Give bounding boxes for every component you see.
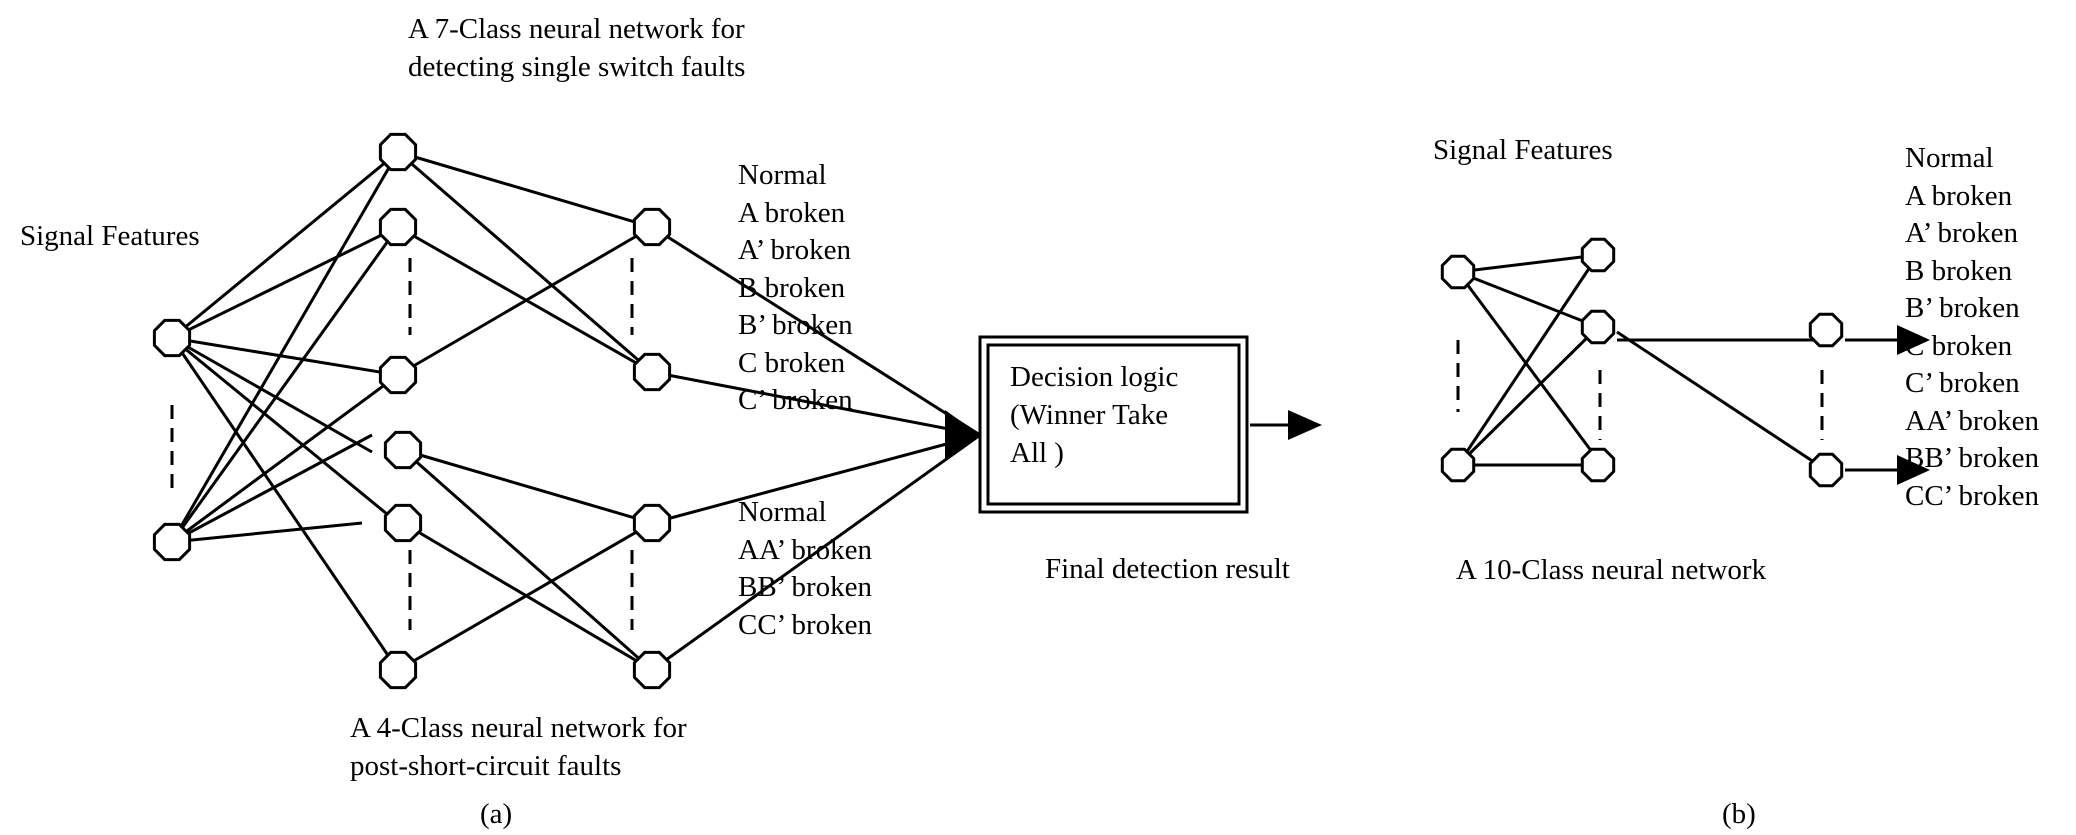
hidden-node: [1580, 237, 1616, 273]
hidden-node: [1580, 447, 1616, 483]
hidden-node: [378, 132, 418, 172]
panel-b-caption: (b): [1722, 798, 1756, 830]
panel-b-connections: [1456, 253, 1900, 472]
signal-features-label-b: Signal Features: [1433, 134, 1613, 166]
seven-class-output-list: Normal A broken A’ broken B broken B’ br…: [738, 159, 853, 416]
four-class-output-list: Normal AA’ broken BB’ broken CC’ broken: [738, 496, 872, 641]
output-node: [632, 352, 672, 392]
decision-logic-box: [978, 335, 1249, 514]
hidden-node: [378, 650, 418, 690]
output-node: [1808, 452, 1844, 488]
hidden-node: [1580, 309, 1616, 345]
ten-class-network-label: A 10-Class neural network: [1456, 554, 1767, 586]
hidden-node: [383, 430, 423, 470]
output-node: [632, 207, 672, 247]
decision-input-arrowhead: [945, 410, 980, 460]
output-node: [632, 650, 672, 690]
panel-a-caption: (a): [480, 798, 513, 830]
panel-a-nodes: [152, 132, 672, 690]
input-node: [152, 522, 192, 562]
output-node: [632, 503, 672, 543]
decision-logic-label: Decision logic (Winner Take All ): [1010, 361, 1179, 469]
four-class-network-title: A 4-Class neural network for post-short-…: [350, 712, 687, 782]
input-node: [1440, 254, 1476, 290]
input-node: [1440, 447, 1476, 483]
hidden-node: [378, 355, 418, 395]
panel-b-arrowheads: [1897, 325, 1930, 485]
final-detection-result-label: Final detection result: [1045, 553, 1290, 585]
output-node: [1808, 312, 1844, 348]
hidden-node: [383, 503, 423, 543]
seven-class-network-title: A 7-Class neural network for detecting s…: [408, 13, 746, 83]
panel-a-connections: [170, 150, 981, 672]
panel-b-nodes: [1440, 237, 1844, 488]
hidden-node: [378, 207, 418, 247]
final-output-arrow: [1250, 410, 1322, 440]
input-node: [152, 318, 192, 358]
signal-features-label: Signal Features: [20, 220, 200, 252]
ten-class-output-list: Normal A broken A’ broken B broken B’ br…: [1905, 142, 2039, 512]
